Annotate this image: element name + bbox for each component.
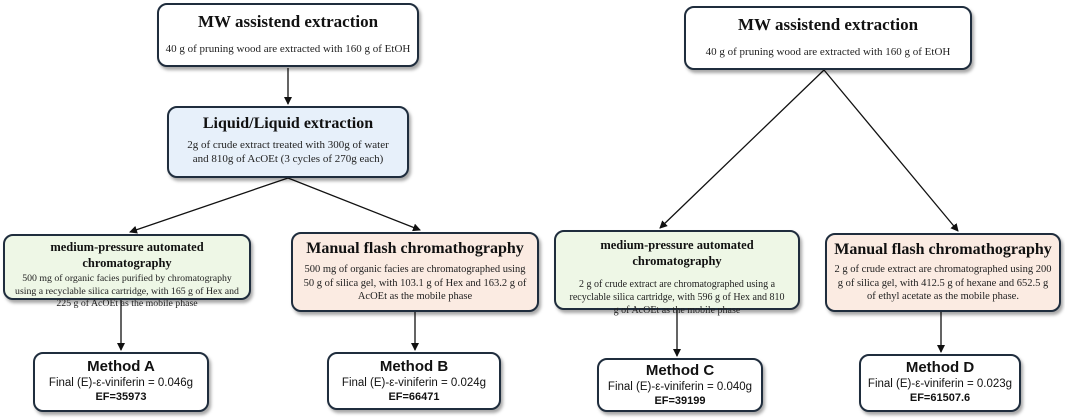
method-d-final: Final (E)-ε-viniferin = 0.023g (867, 378, 1013, 390)
mw-extraction-box-right: MW assistend extraction 40 g of pruning … (684, 6, 972, 70)
method-b-ef: EF=66471 (388, 391, 440, 403)
method-a-title: Method A (87, 358, 155, 375)
method-b-title: Method B (379, 358, 449, 375)
method-a-box: Method A Final (E)-ε-viniferin = 0.046g … (33, 352, 209, 412)
mw-extraction-desc-right: 40 g of pruning wood are extracted with … (705, 46, 951, 58)
method-c-ef: EF=39199 (654, 395, 706, 407)
method-d-box: Method D Final (E)-ε-viniferin = 0.023g … (859, 354, 1021, 412)
arrow-ll-to-auto (129, 177, 289, 234)
automated-chromatography-box-left: medium-pressure automated chromatography… (3, 234, 251, 309)
mw-extraction-desc-left: 40 g of pruning wood are extracted with … (165, 43, 411, 55)
automated-chromatography-desc-right: 2 g of crude extract are chromatographed… (569, 279, 785, 316)
method-b-box: Method B Final (E)-ε-viniferin = 0.024g … (327, 352, 501, 410)
method-b-final: Final (E)-ε-viniferin = 0.024g (341, 377, 487, 389)
flash-chromatography-box-right: Manual flash chromathography 2 g of crud… (825, 233, 1061, 312)
mw-extraction-box-left: MW assistend extraction 40 g of pruning … (157, 3, 419, 67)
automated-chromatography-title-left: medium-pressure automated chromatography (50, 240, 204, 270)
liquid-extraction-title: Liquid/Liquid extraction (202, 115, 374, 132)
method-a-ef: EF=35973 (95, 391, 147, 403)
arrow-mw-to-flash (823, 69, 959, 232)
mw-extraction-title-left: MW assistend extraction (197, 12, 379, 31)
arrow-ll-to-flash (287, 177, 421, 232)
flash-chromatography-box-left: Manual flash chromathography 500 mg of o… (291, 232, 539, 312)
liquid-extraction-box: Liquid/Liquid extraction 2g of crude ext… (167, 106, 409, 178)
arrow-mw-to-auto (659, 69, 825, 229)
method-c-box: Method C Final (E)-ε-viniferin = 0.040g … (597, 358, 763, 412)
automated-chromatography-desc-left: 500 mg of organic facies purified by chr… (15, 273, 239, 309)
flash-chromatography-desc-right: 2 g of crude extract are chromatographed… (834, 264, 1052, 302)
flash-chromatography-title-right: Manual flash chromathography (834, 241, 1052, 258)
method-c-title: Method C (645, 362, 715, 379)
flash-chromatography-desc-left: 500 mg of organic facies are chromatogra… (303, 264, 527, 302)
liquid-extraction-desc: 2g of crude extract treated with 300g of… (187, 139, 389, 165)
method-d-title: Method D (905, 359, 975, 376)
automated-chromatography-title-right: medium-pressure automated chromatography (600, 238, 754, 268)
flash-chromatography-title-left: Manual flash chromathography (306, 240, 524, 257)
method-d-ef: EF=61507.6 (909, 392, 971, 404)
automated-chromatography-box-right: medium-pressure automated chromatography… (554, 230, 800, 316)
mw-extraction-title-right: MW assistend extraction (737, 15, 919, 34)
method-a-final: Final (E)-ε-viniferin = 0.046g (48, 377, 194, 389)
method-c-final: Final (E)-ε-viniferin = 0.040g (607, 381, 753, 393)
